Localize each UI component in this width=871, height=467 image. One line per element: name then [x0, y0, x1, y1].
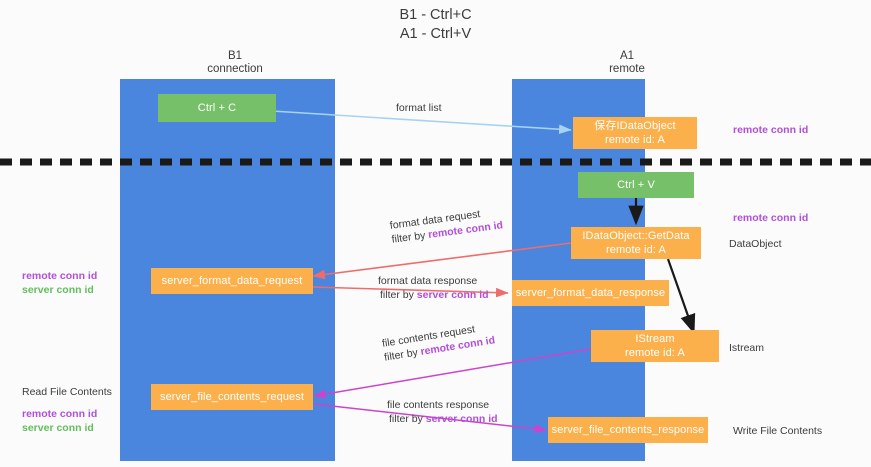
node-server-file-contents-response-label: server_file_contents_response — [551, 424, 705, 436]
edge-format-data-response-highlight: server conn id — [416, 289, 489, 301]
edge-format-data-request-prefix: filter by — [390, 229, 429, 246]
annotation-right-istream: Istream — [729, 342, 765, 354]
node-server-format-data-response-label: server_format_data_response — [515, 287, 666, 299]
column-b1-role: connection — [207, 63, 263, 75]
edge-format-data-response-line1: format data response — [378, 275, 478, 287]
node-save-idataobject-line1: 保存IDataObject — [594, 120, 676, 132]
edge-label-format-list: format list — [396, 101, 442, 115]
edge-label-format-data-response: format data response filter by server co… — [378, 274, 489, 302]
node-istream-line1: IStream — [635, 333, 675, 345]
edge-label-format-data-request: format data request filter by remote con… — [389, 204, 504, 246]
node-server-file-contents-response[interactable]: server_file_contents_response — [548, 417, 708, 443]
node-server-format-data-request[interactable]: server_format_data_request — [151, 268, 313, 294]
node-getdata-line1: IDataObject::GetData — [582, 230, 690, 242]
node-ctrl-v-label: Ctrl + V — [617, 179, 655, 191]
annotation-left-file-contents: Read File Contents remote conn id server… — [22, 385, 112, 435]
annotation-left-format-remote: remote conn id — [22, 270, 98, 282]
edge-format-data-response-prefix: filter by — [380, 289, 417, 301]
node-getdata-line2: remote id: A — [606, 244, 666, 256]
node-server-format-data-response[interactable]: server_format_data_response — [512, 280, 669, 306]
edge-label-format-list-text: format list — [396, 102, 442, 114]
node-idataobject-getdata[interactable]: IDataObject::GetData remote id: A — [571, 227, 701, 259]
node-ctrl-v[interactable]: Ctrl + V — [578, 172, 694, 198]
column-a1-role: remote — [609, 63, 645, 75]
annotation-left-format-conn-ids: remote conn id server conn id — [22, 269, 97, 297]
node-istream[interactable]: IStream remote id: A — [591, 330, 719, 362]
node-ctrl-c-label: Ctrl + C — [197, 102, 237, 114]
arrow-getdata-to-istream — [666, 258, 696, 335]
annotation-read-file-contents: Read File Contents — [22, 386, 112, 398]
node-ctrl-c[interactable]: Ctrl + C — [158, 94, 276, 122]
column-header-a1: A1 remote — [512, 50, 742, 76]
node-save-idataobject[interactable]: 保存IDataObject remote id: A — [573, 117, 697, 149]
column-header-b1: B1 connection — [120, 50, 350, 76]
node-server-format-data-request-label: server_format_data_request — [161, 275, 303, 287]
node-server-file-contents-request-label: server_file_contents_request — [159, 391, 305, 403]
annotation-left-format-server: server conn id — [22, 284, 94, 296]
annotation-right-write-file-contents: Write File Contents — [733, 425, 823, 437]
node-save-idataobject-line2: remote id: A — [605, 134, 665, 146]
edge-format-data-response-line2: filter by server conn id — [378, 288, 489, 302]
annotation-right-getdata-remote-conn-id: remote conn id — [733, 212, 809, 224]
edge-label-file-contents-response: file contents response filter by server … — [387, 398, 498, 426]
edge-file-contents-response-highlight: server conn id — [425, 413, 498, 425]
column-a1-name: A1 — [619, 50, 635, 62]
node-istream-line2: remote id: A — [625, 347, 685, 359]
edge-label-file-contents-request: file contents request filter by remote c… — [381, 319, 496, 364]
column-b1-name: B1 — [227, 50, 243, 62]
title-line-1: B1 - Ctrl+C — [399, 7, 472, 23]
edge-file-contents-response-line1: file contents response — [387, 399, 490, 411]
edge-file-contents-response-line2: filter by server conn id — [387, 412, 498, 426]
edge-file-contents-response-prefix: filter by — [389, 413, 426, 425]
node-server-file-contents-request[interactable]: server_file_contents_request — [151, 384, 313, 410]
title-line-2: A1 - Ctrl+V — [399, 26, 472, 42]
annotation-left-file-remote: remote conn id — [22, 408, 98, 420]
annotation-right-top-remote-conn-id: remote conn id — [733, 124, 809, 136]
page-title: B1 - Ctrl+C A1 - Ctrl+V — [0, 6, 871, 44]
annotation-left-file-server: server conn id — [22, 422, 94, 434]
annotation-right-dataobject: DataObject — [729, 238, 782, 250]
